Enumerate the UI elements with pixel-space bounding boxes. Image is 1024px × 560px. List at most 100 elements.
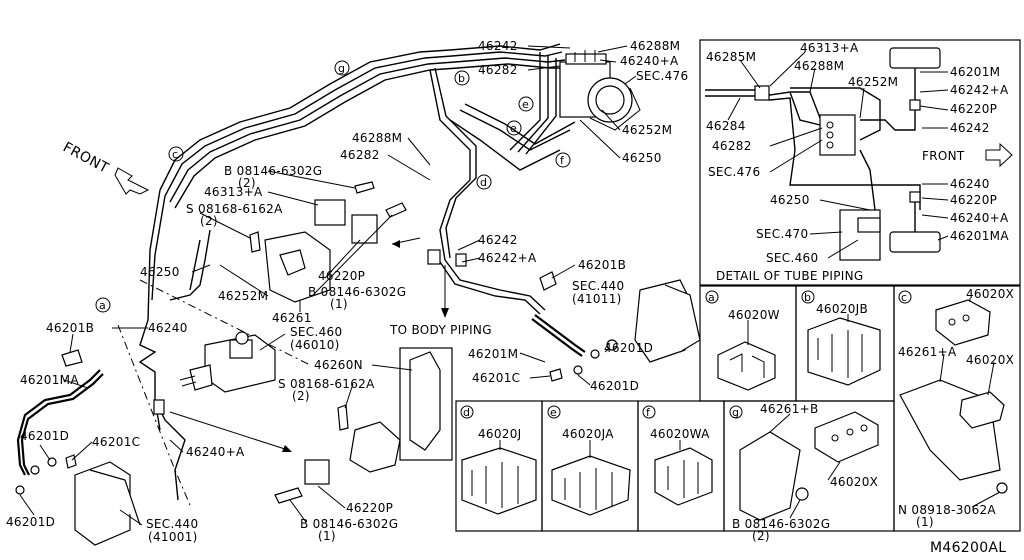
inset-46020jb: 46020JB (816, 302, 868, 316)
bracket-46260n (274, 347, 453, 504)
right-caliper (549, 279, 701, 382)
label-sec476-top: SEC.476 (636, 69, 688, 83)
inset-grid (455, 285, 1021, 532)
inset-46020w: 46020W (728, 308, 780, 322)
label-46240a-bottom: 46240+A (186, 445, 245, 459)
label-b08146-2: B 08146-6302G (308, 285, 406, 299)
inset-b08146-g-qty: (2) (752, 529, 770, 543)
bracket-46261b (739, 431, 801, 521)
inset-46020j: 46020J (478, 427, 522, 441)
detail-46220p-bot: 46220P (950, 193, 997, 207)
bolt-08146-g (795, 487, 809, 501)
label-46220p-bottom: 46220P (346, 501, 393, 515)
label-sec440-left: SEC.440 (146, 517, 198, 531)
clip-46201b-left (61, 349, 83, 367)
label-sec440-right-sub: (41011) (572, 292, 622, 306)
label-46201c-right: 46201C (472, 371, 520, 385)
arrow-head-icon (441, 308, 449, 318)
label-sec440-right: SEC.440 (572, 279, 624, 293)
label-sec440-left-sub: (41001) (148, 530, 198, 544)
label-s08168-1: S 08168-6162A (186, 202, 283, 216)
label-46313a: 46313+A (204, 185, 263, 199)
label-46240-left: 46240 (148, 321, 188, 335)
inset-d-badge (460, 405, 474, 419)
callout-e-text: e (522, 98, 529, 111)
pipe-clamp (455, 253, 467, 267)
inset-46020x-c1: 46020X (966, 287, 1014, 301)
label-46201d-right2: 46201D (590, 379, 639, 393)
detail-46242: 46242 (950, 121, 990, 135)
detail-46242a: 46242+A (950, 83, 1009, 97)
detail-sec476: SEC.476 (708, 165, 760, 179)
inset-e-badge (547, 405, 561, 419)
detail-sec470: SEC.470 (756, 227, 808, 241)
detail-46288m: 46288M (794, 59, 844, 73)
label-46201d-right1: 46201D (604, 341, 653, 355)
clip-46020w (717, 341, 776, 391)
inset-d-letter: d (463, 406, 470, 419)
inset-g-letter: g (732, 406, 739, 419)
detail-46201ma: 46201MA (950, 229, 1009, 243)
detail-46201m: 46201M (950, 65, 1000, 79)
inset-46020ja: 46020JA (562, 427, 614, 441)
detail-sec460: SEC.460 (766, 251, 818, 265)
label-46242-mid: 46242 (478, 233, 518, 247)
leader-lines (19, 45, 637, 526)
detail-46250: 46250 (770, 193, 810, 207)
label-46282-top: 46282 (478, 63, 518, 77)
callout-a-text: a (99, 299, 106, 312)
inset-46261b: 46261+B (760, 402, 819, 416)
inset-e-letter: e (550, 406, 557, 419)
detail-panel (699, 39, 1021, 286)
label-46282-mid: 46282 (340, 148, 380, 162)
front-arrow-icon (114, 167, 150, 195)
label-46260n: 46260N (314, 358, 363, 372)
inset-b08146-g: B 08146-6302G (732, 517, 830, 531)
label-46242a-mid: 46242+A (478, 251, 537, 265)
callout-f-text: f (560, 154, 565, 167)
label-46250-top: 46250 (622, 151, 662, 165)
inset-b-letter: b (804, 291, 811, 304)
label-46288m-mid: 46288M (352, 131, 402, 145)
callout-d (476, 174, 492, 190)
inset-g-badge (729, 405, 743, 419)
label-46261: 46261 (272, 311, 312, 325)
inset-f-badge (642, 405, 656, 419)
inset-c-badge (898, 290, 912, 304)
label-46201d-left: 46201D (20, 429, 69, 443)
inset-b-badge (801, 290, 815, 304)
callout-g (334, 60, 350, 76)
callout-b-text: b (458, 72, 465, 85)
clip-46020j (461, 447, 537, 515)
callout-c-text: c (172, 148, 178, 161)
inset-46020wa: 46020WA (650, 427, 710, 441)
label-b08146-1: B 08146-6302G (224, 164, 322, 178)
label-46250-left: 46250 (140, 265, 180, 279)
detail-leaders (727, 51, 949, 259)
arrow-head-icon (282, 445, 292, 452)
inset-a-letter: a (708, 291, 715, 304)
detail-46285m: 46285M (706, 50, 756, 64)
brake-tube-bundle (16, 43, 586, 501)
label-s08168-2-qty: (2) (292, 389, 310, 403)
label-b08146-3: B 08146-6302G (300, 517, 398, 531)
label-sec460: SEC.460 (290, 325, 342, 339)
detail-46252m: 46252M (848, 75, 898, 89)
front-label: FRONT (60, 139, 111, 176)
clip-46020x-g (814, 411, 879, 463)
label-46201b-right: 46201B (578, 258, 626, 272)
callout-e-text: e (510, 122, 517, 135)
label-b08146-1-qty: (2) (238, 176, 256, 190)
label-sec460-sub: (46010) (290, 338, 340, 352)
callout-e (506, 120, 522, 136)
detail-46220p-top: 46220P (950, 102, 997, 116)
callout-a (95, 297, 111, 313)
left-caliper (15, 454, 141, 546)
clip-46020jb (807, 317, 881, 386)
pipe-clamp (153, 399, 165, 415)
callout-e (518, 96, 534, 112)
inset-46020x-c2: 46020X (966, 353, 1014, 367)
callout-g-text: g (338, 62, 345, 75)
detail-46240: 46240 (950, 177, 990, 191)
label-46201b-left: 46201B (46, 321, 94, 335)
